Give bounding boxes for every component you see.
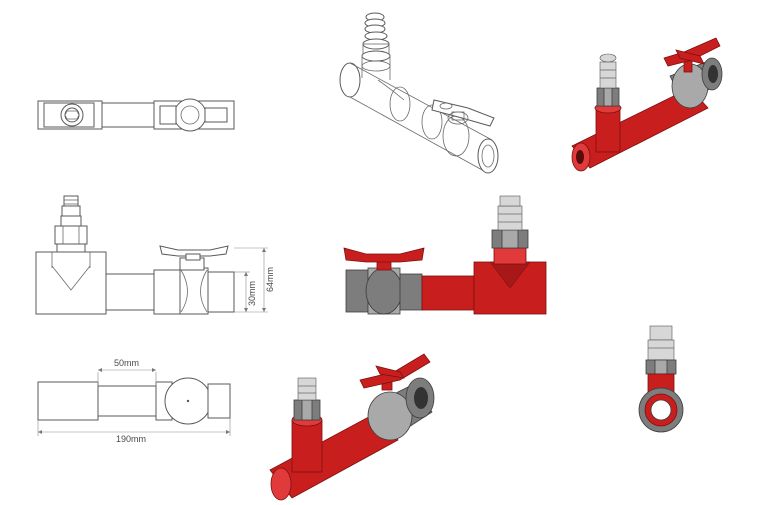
end-shaded-view — [638, 325, 684, 433]
dim-label-64mm: 64mm — [265, 267, 275, 292]
top-view-drawing — [37, 98, 235, 132]
isometric-shaded-view-bottom — [269, 353, 435, 501]
isometric-wireframe-view — [339, 12, 499, 174]
dim-label-30mm: 30mm — [247, 281, 257, 306]
dim-label-190mm: 190mm — [116, 434, 146, 444]
dim-label-50mm: 50mm — [114, 358, 139, 368]
isometric-shaded-view-top-right — [571, 37, 723, 172]
front-view-drawing — [35, 195, 268, 315]
front-shaded-view — [343, 195, 547, 315]
bottom-view-drawing — [37, 368, 231, 436]
